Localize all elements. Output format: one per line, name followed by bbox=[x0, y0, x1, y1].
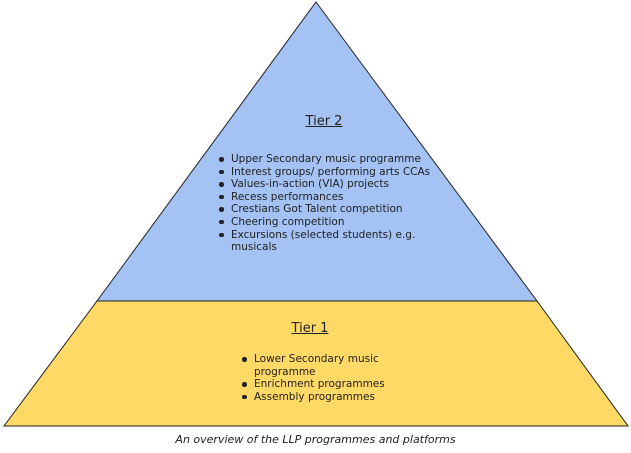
tier-2-band bbox=[96, 1, 538, 302]
list-item: Recess performances bbox=[219, 191, 441, 204]
tier-1-title: Tier 1 bbox=[291, 321, 329, 336]
list-item: Cheering competition bbox=[219, 216, 441, 229]
list-item: Enrichment programmes bbox=[242, 378, 404, 391]
list-item: Interest groups/ performing arts CCAs bbox=[219, 166, 441, 179]
list-item: Values-in-action (VIA) projects bbox=[219, 178, 441, 191]
list-item: Assembly programmes bbox=[242, 391, 404, 404]
list-item: Crestians Got Talent competition bbox=[219, 203, 441, 216]
list-item: Lower Secondary music programme bbox=[242, 353, 404, 378]
list-item: Upper Secondary music programme bbox=[219, 153, 441, 166]
list-item: Excursions (selected students) e.g. musi… bbox=[219, 229, 441, 254]
tier-1-list: Lower Secondary music programme Enrichme… bbox=[238, 353, 404, 403]
figure-caption: An overview of the LLP programmes and pl… bbox=[175, 433, 456, 446]
tier-2-list: Upper Secondary music programme Interest… bbox=[215, 153, 441, 254]
tier-2-title: Tier 2 bbox=[305, 114, 343, 129]
